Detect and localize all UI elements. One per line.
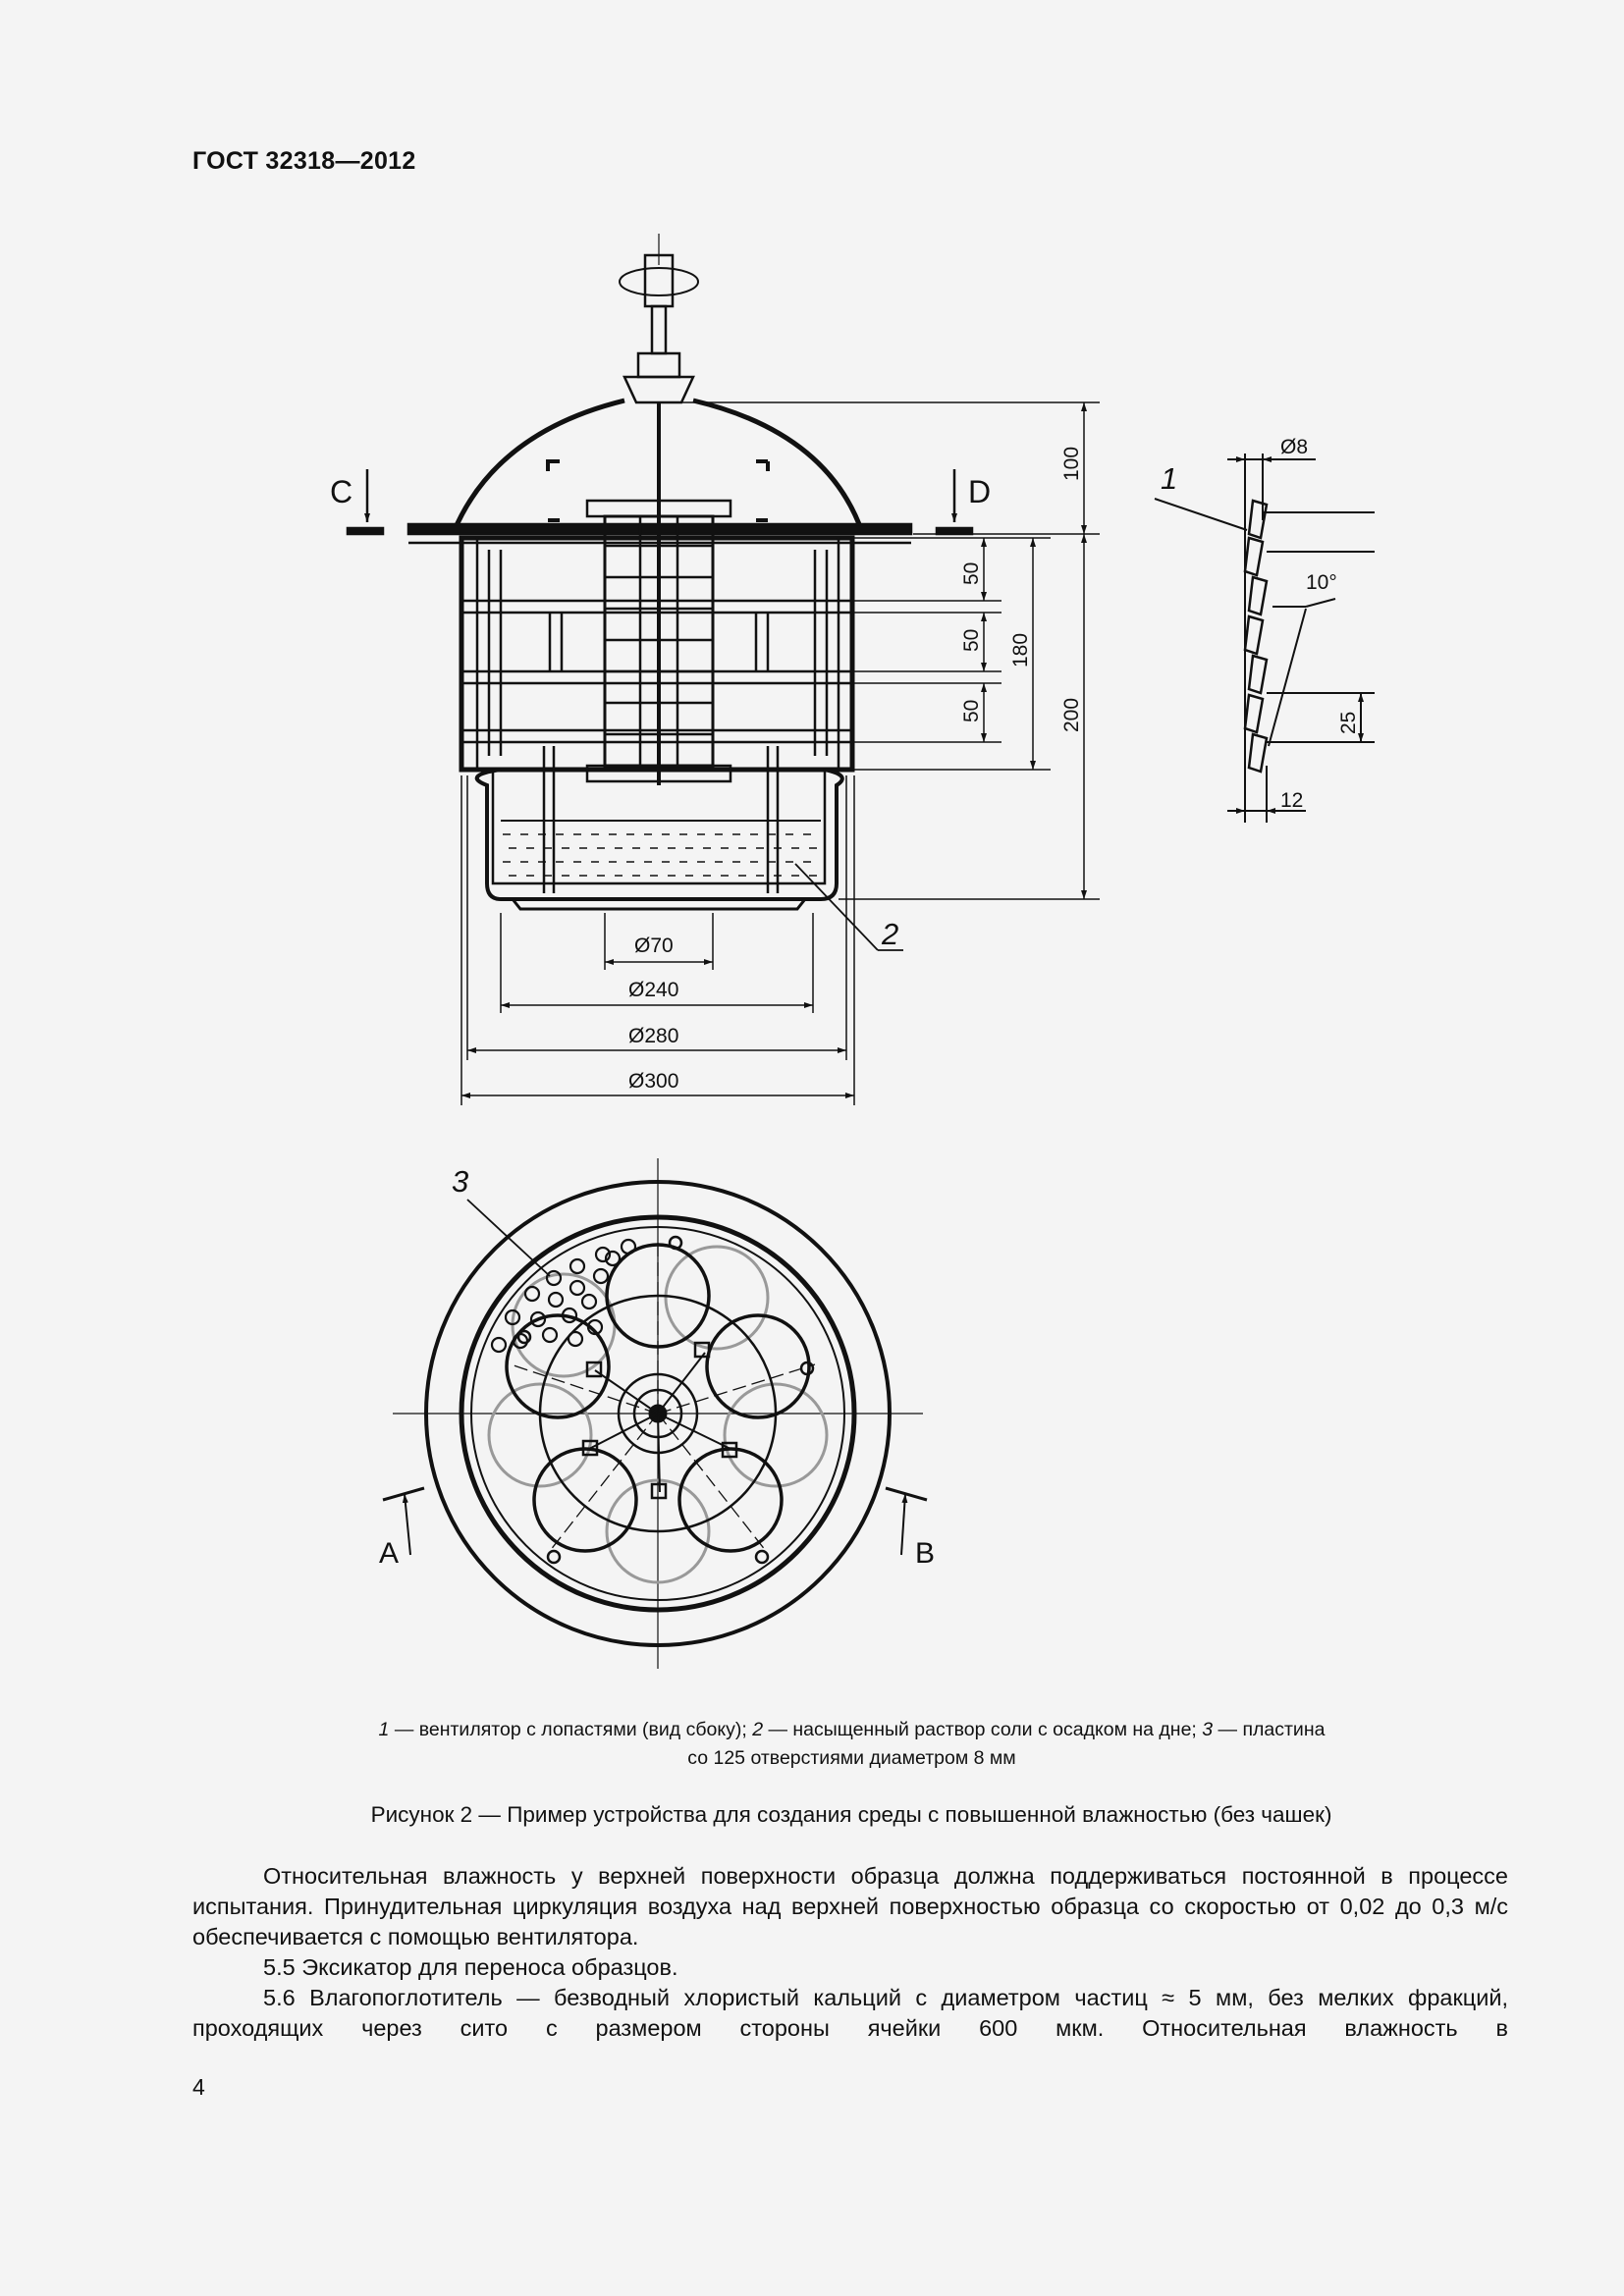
salt-solution-vessel — [474, 746, 844, 911]
legend-num-3: 3 — [1202, 1719, 1214, 1740]
dim-d240: Ø240 — [628, 979, 678, 1001]
dim-tier-2: 50 — [960, 629, 983, 652]
document-header: ГОСТ 32318—2012 — [192, 147, 416, 175]
vertical-dimensions — [679, 401, 1100, 900]
dim-d300: Ø300 — [628, 1070, 678, 1093]
fan-blade-stack — [585, 491, 732, 785]
fan-motor — [619, 234, 699, 491]
section-marker-b — [885, 1486, 928, 1556]
section-label-a: A — [379, 1537, 399, 1570]
section-label-d: D — [968, 474, 991, 509]
section-marker-d — [935, 469, 974, 536]
legend-item-3: — пластина — [1213, 1719, 1326, 1740]
section-label-c: C — [330, 474, 352, 509]
legend-num-2: 2 — [752, 1719, 764, 1740]
legend-num-1: 1 — [378, 1719, 390, 1740]
dim-d70: Ø70 — [634, 934, 674, 957]
figure-caption: Рисунок 2 — Пример устройства для создан… — [370, 1802, 1332, 1827]
paragraph-5-6: 5.6 Влагопоглотитель — безводный хлорист… — [192, 1985, 1508, 2041]
paragraph-humidity: Относительная влажность у верхней поверх… — [192, 1863, 1508, 1949]
legend-item-1: — вентилятор с лопастями (вид сбоку); — [389, 1719, 753, 1740]
legend-item-2: — насыщенный раствор соли с осадком на д… — [763, 1719, 1203, 1740]
figure-legend: 1 — вентилятор с лопастями (вид сбоку); … — [245, 1716, 1458, 1773]
dim-blade-angle: 10° — [1306, 571, 1337, 594]
plan-view — [382, 1158, 928, 1669]
paragraph-5-5: 5.5 Эксикатор для переноса образцов. — [263, 1954, 678, 1980]
callout-2: 2 — [881, 917, 898, 951]
callout-2-leader — [794, 863, 903, 951]
dim-hole-d: Ø8 — [1280, 436, 1308, 458]
dim-inner-height: 180 — [1009, 633, 1032, 667]
dim-blade-pitch: 25 — [1337, 712, 1360, 734]
callout-3: 3 — [452, 1164, 468, 1199]
fan-blade-detail — [1154, 454, 1375, 823]
dim-d280: Ø280 — [628, 1025, 678, 1047]
dim-total-height: 200 — [1060, 698, 1083, 732]
legend-item-3-cont: со 125 отверстиями диаметром 8 мм — [687, 1747, 1016, 1769]
elevation-view — [346, 234, 974, 911]
section-marker-a — [382, 1486, 425, 1556]
technical-drawing: C D 100 200 180 50 50 50 — [330, 234, 1375, 1669]
body-text: Относительная влажность у верхней поверх… — [192, 1861, 1508, 2044]
dim-top-height: 100 — [1060, 447, 1083, 481]
dim-tier-1: 50 — [960, 562, 983, 585]
dim-blade-width: 12 — [1280, 789, 1303, 812]
dim-tier-3: 50 — [960, 700, 983, 722]
page-number: 4 — [192, 2074, 205, 2100]
callout-1: 1 — [1161, 461, 1177, 496]
section-marker-c — [346, 469, 385, 536]
section-label-b: B — [915, 1537, 935, 1570]
